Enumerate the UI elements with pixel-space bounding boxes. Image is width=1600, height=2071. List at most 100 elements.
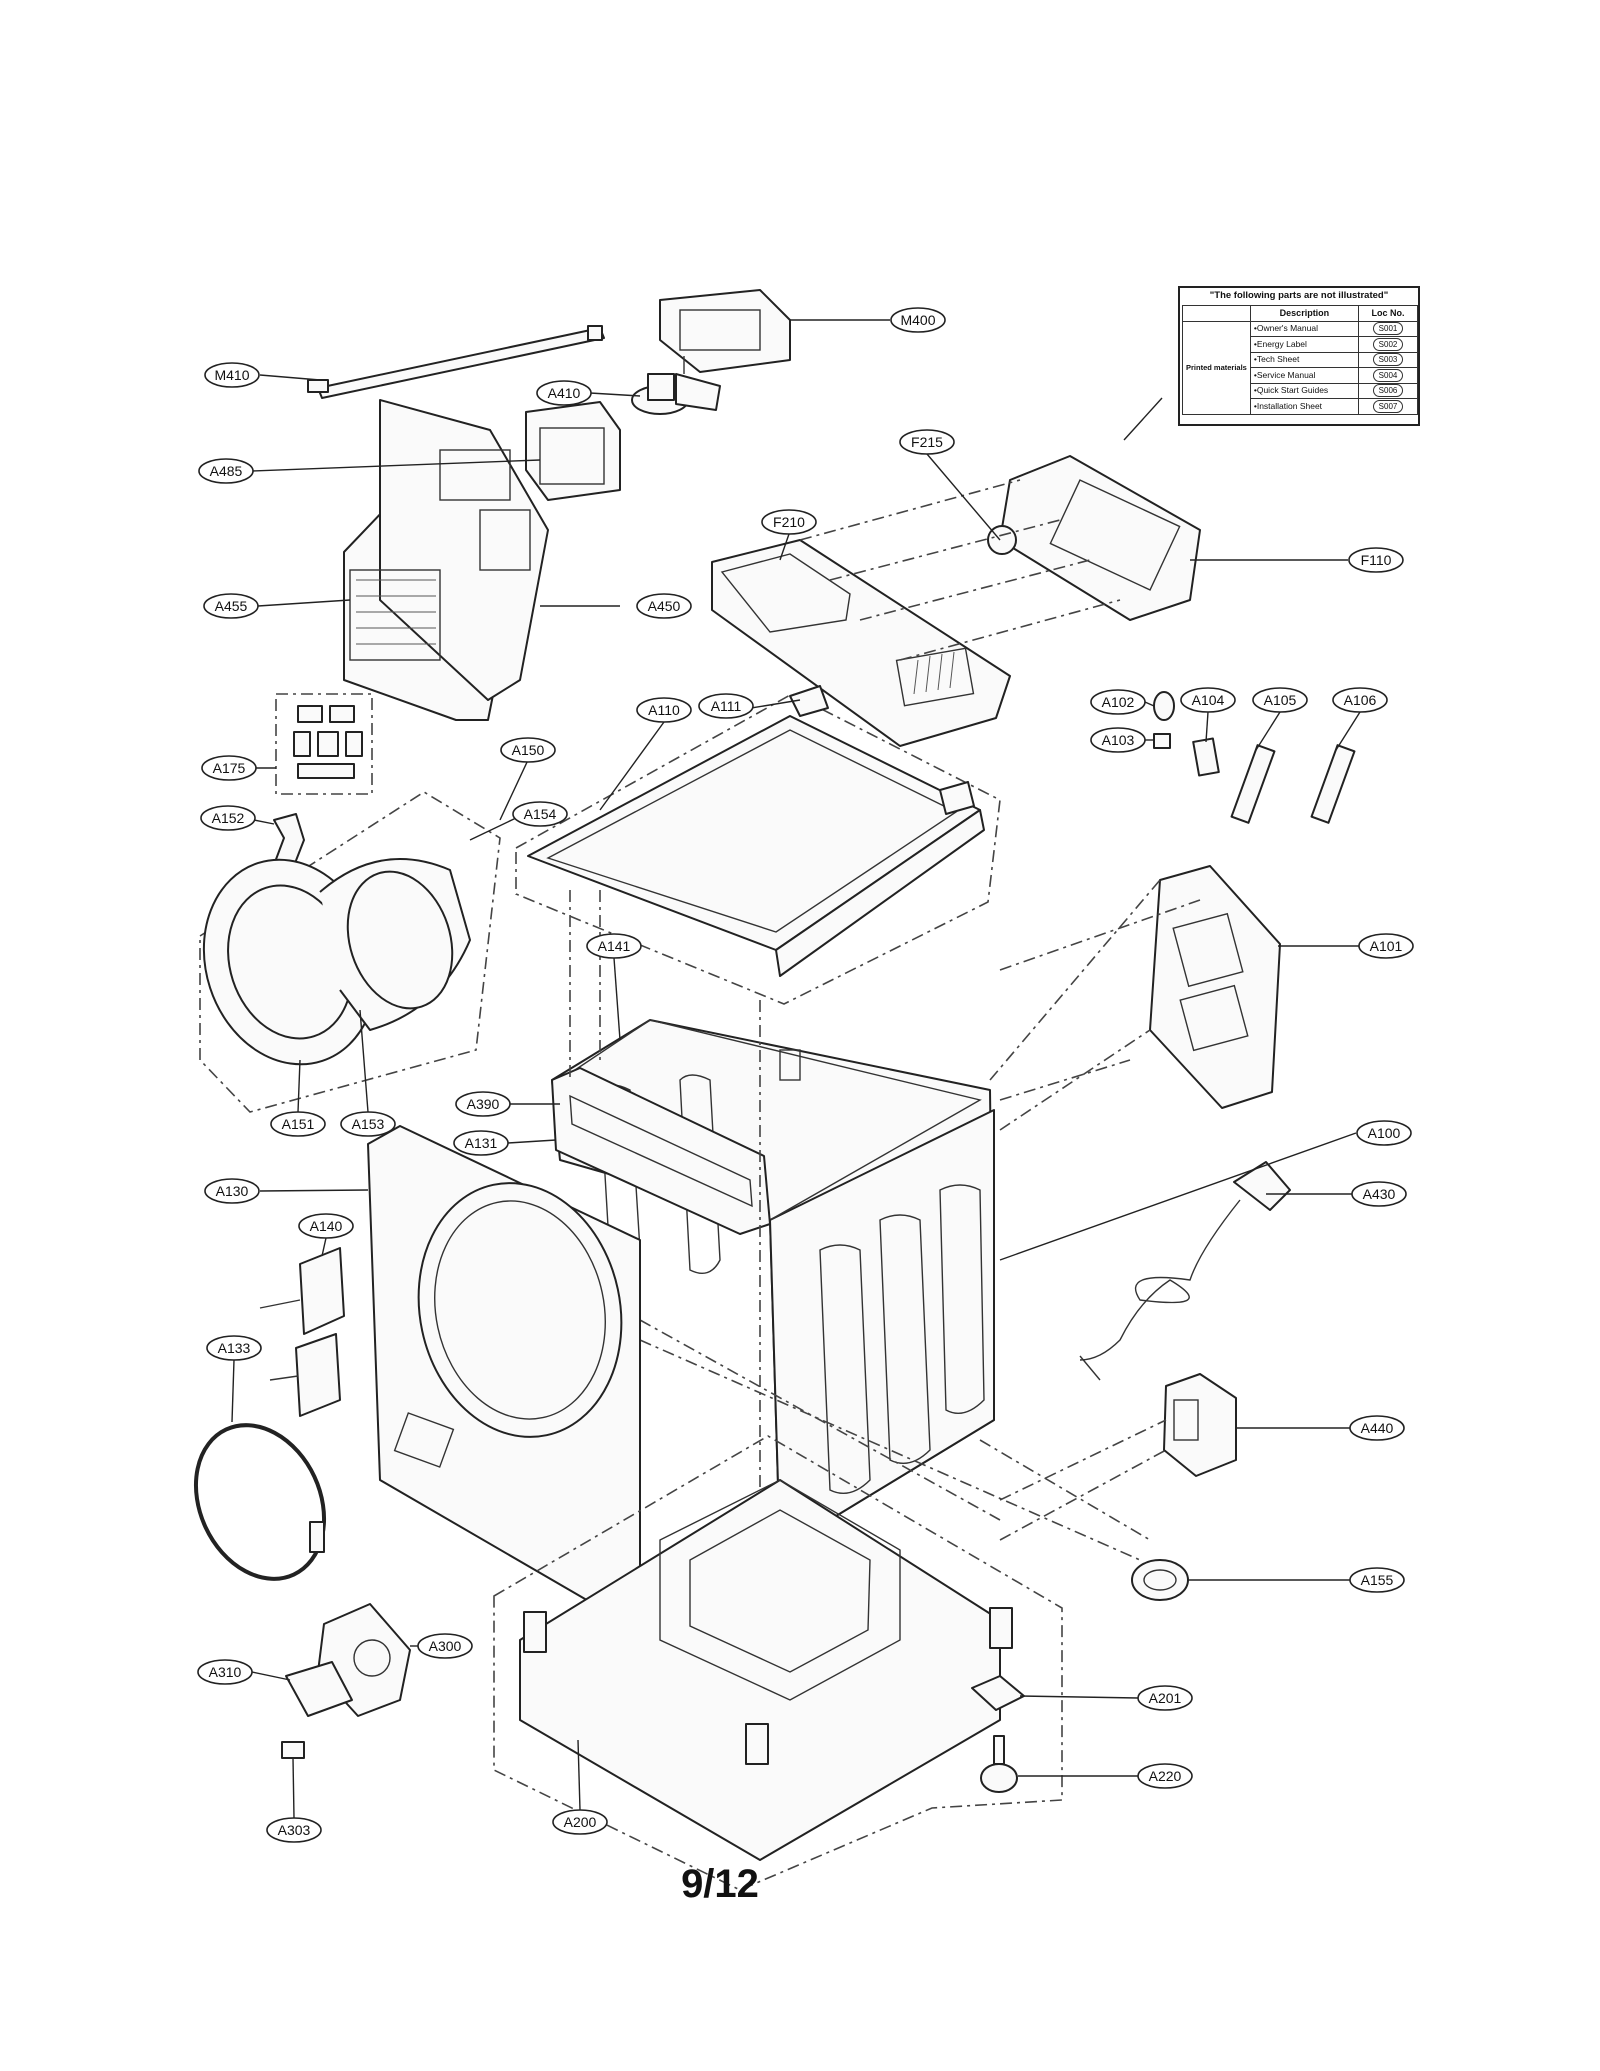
callout-label: A300 xyxy=(429,1638,462,1654)
notice-description: •Quick Start Guides xyxy=(1249,382,1360,399)
callout-label: A100 xyxy=(1368,1125,1401,1141)
notice-col-loc: Loc No. xyxy=(1358,305,1418,322)
projection-lines-cabinet xyxy=(569,890,1151,1561)
callout-A104: A104 xyxy=(1180,687,1236,713)
part-gasket-ring xyxy=(193,1423,327,1581)
notice-table: Description Loc No. Printed materials •O… xyxy=(1182,305,1418,415)
notice-loc: S001 xyxy=(1372,322,1404,336)
callout-label: A140 xyxy=(310,1218,343,1234)
callout-label: A153 xyxy=(352,1116,385,1132)
notice-description: •Energy Label xyxy=(1249,336,1360,353)
callout-label: A104 xyxy=(1192,692,1225,708)
callout-A200: A200 xyxy=(552,1809,608,1835)
callout-label: A141 xyxy=(598,938,631,954)
part-base-frame xyxy=(493,1435,1063,1891)
callout-label: A133 xyxy=(218,1340,251,1356)
callout-A151: A151 xyxy=(270,1111,326,1137)
not-illustrated-parts-table: "The following parts are not illustrated… xyxy=(1178,286,1420,426)
notice-loc: S002 xyxy=(1372,337,1404,351)
callout-label: A150 xyxy=(512,742,545,758)
callout-label: A200 xyxy=(564,1814,597,1830)
callout-F215: F215 xyxy=(899,429,955,455)
callout-F110: F110 xyxy=(1348,547,1404,573)
part-door-assembly xyxy=(199,791,501,1113)
callout-A175: A175 xyxy=(201,755,257,781)
callout-A201: A201 xyxy=(1137,1685,1193,1711)
callout-A450: A450 xyxy=(636,593,692,619)
callout-label: A450 xyxy=(648,598,681,614)
notice-row: Printed materials •Owner's Manual S001 xyxy=(1182,320,1418,415)
notice-row: •Tech Sheet S003 xyxy=(1183,351,1418,368)
notice-loc: S004 xyxy=(1372,368,1404,382)
callout-label: A111 xyxy=(711,698,742,714)
callout-label: A220 xyxy=(1149,1768,1182,1784)
page-number: 9/12 xyxy=(681,1862,759,1906)
projection-lines-back xyxy=(989,879,1201,1131)
part-rotary-motor xyxy=(631,356,721,415)
notice-loc: S006 xyxy=(1372,384,1404,398)
callout-label: A155 xyxy=(1361,1572,1394,1588)
notice-loc: S007 xyxy=(1372,399,1404,413)
callout-label: A130 xyxy=(216,1183,249,1199)
callout-label: A390 xyxy=(467,1096,500,1112)
callout-label: M410 xyxy=(214,367,249,383)
callout-A152: A152 xyxy=(200,805,256,831)
callout-label: F210 xyxy=(773,514,805,530)
callout-A390: A390 xyxy=(455,1091,511,1117)
callout-label: A175 xyxy=(213,760,246,776)
projection-lines-panel xyxy=(799,479,1121,661)
notice-group-label: Printed materials xyxy=(1182,320,1251,415)
callout-A106: A106 xyxy=(1332,687,1388,713)
part-power-cord xyxy=(1079,1161,1291,1381)
part-door-lock-switch xyxy=(1163,1373,1237,1477)
callout-label: A455 xyxy=(215,598,248,614)
part-pcb-assembly xyxy=(343,399,549,721)
callout-label: F110 xyxy=(1361,552,1392,568)
callout-label: A303 xyxy=(278,1822,311,1838)
part-main-module xyxy=(659,289,791,373)
callout-A300: A300 xyxy=(417,1633,473,1659)
part-leveling-foot xyxy=(980,1735,1018,1793)
notice-row: •Energy Label S002 xyxy=(1183,336,1418,353)
notice-row: •Service Manual S004 xyxy=(1183,367,1418,384)
callout-A110: A110 xyxy=(636,697,692,723)
part-switch-kit xyxy=(275,693,373,795)
callout-label: A110 xyxy=(648,702,680,718)
callout-A141: A141 xyxy=(586,933,642,959)
notice-description: •Installation Sheet xyxy=(1249,398,1360,415)
part-service-cover xyxy=(285,1603,411,1717)
callout-label: A410 xyxy=(548,385,581,401)
callout-A440: A440 xyxy=(1349,1415,1405,1441)
callout-A140: A140 xyxy=(298,1213,354,1239)
part-front-panel xyxy=(367,1125,641,1611)
notice-loc: S003 xyxy=(1372,353,1404,367)
callout-label: A102 xyxy=(1102,694,1135,710)
leader-lines xyxy=(231,319,1361,1819)
callout-A303: A303 xyxy=(266,1817,322,1843)
callout-A100: A100 xyxy=(1356,1120,1412,1146)
callout-A485: A485 xyxy=(198,458,254,484)
callout-label: A131 xyxy=(465,1135,498,1151)
callout-A131: A131 xyxy=(453,1130,509,1156)
part-display-box xyxy=(525,401,621,501)
callout-A430: A430 xyxy=(1351,1181,1407,1207)
callout-label: A105 xyxy=(1264,692,1297,708)
notice-description: •Tech Sheet xyxy=(1249,351,1360,368)
part-clip xyxy=(281,1741,305,1759)
callout-label: M400 xyxy=(900,312,935,328)
callout-label: A152 xyxy=(212,810,245,826)
callout-A154: A154 xyxy=(512,801,568,827)
notice-row: •Quick Start Guides S006 xyxy=(1183,382,1418,399)
callout-label: A151 xyxy=(282,1116,315,1132)
projection-lines-lock xyxy=(999,1419,1167,1541)
callout-label: A430 xyxy=(1363,1186,1396,1202)
callout-A153: A153 xyxy=(340,1111,396,1137)
notice-blank-header xyxy=(1182,305,1251,322)
part-front-frame xyxy=(551,1067,771,1235)
callout-label: A103 xyxy=(1102,732,1135,748)
notice-title: "The following parts are not illustrated… xyxy=(1209,290,1389,301)
callout-A220: A220 xyxy=(1137,1763,1193,1789)
part-bracket-bar xyxy=(307,325,605,399)
callout-label: A440 xyxy=(1361,1420,1394,1436)
part-door-hinges xyxy=(259,1247,345,1417)
